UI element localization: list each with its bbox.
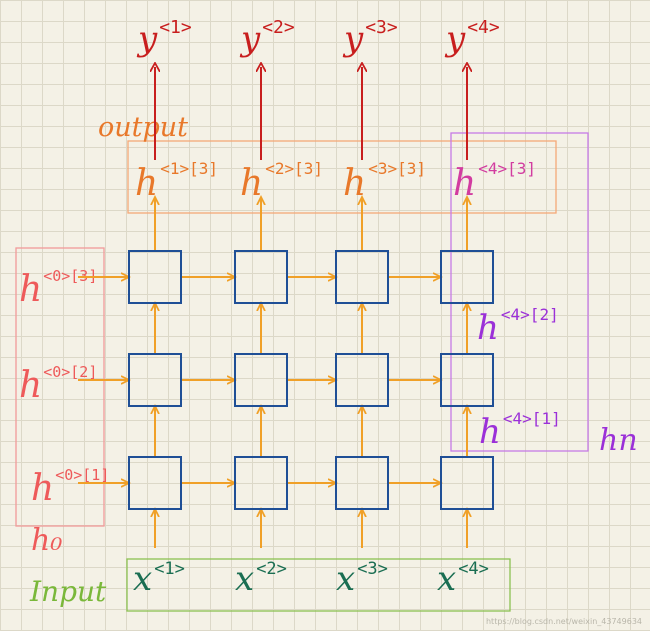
rnn-cell bbox=[440, 456, 494, 510]
input-x-label: x<4> bbox=[437, 559, 489, 599]
rnn-cell bbox=[234, 456, 288, 510]
hn-label: h<4>[2] bbox=[477, 305, 559, 348]
output-y-label: y<1> bbox=[136, 17, 192, 59]
rnn-cell bbox=[234, 250, 288, 304]
hn-group-box bbox=[450, 132, 589, 452]
rnn-cell bbox=[335, 456, 389, 510]
rnn-cell bbox=[234, 353, 288, 407]
output-y-label: y<4> bbox=[444, 17, 500, 59]
output-y-label: y<2> bbox=[239, 17, 295, 59]
input-x-label: x<2> bbox=[235, 559, 287, 599]
input-x-label: x<3> bbox=[336, 559, 388, 599]
h0-label: h<0>[2] bbox=[19, 363, 97, 406]
input-x-label: x<1> bbox=[133, 559, 185, 599]
output-h-label: h<1>[3] bbox=[135, 159, 218, 204]
h0-label: h<0>[3] bbox=[19, 267, 97, 310]
output-group-label: output bbox=[98, 112, 188, 143]
h0-group-label: h₀ bbox=[31, 523, 62, 558]
output-h-label: h<2>[3] bbox=[240, 159, 323, 204]
rnn-cell bbox=[128, 353, 182, 407]
rnn-cell bbox=[128, 456, 182, 510]
rnn-cell bbox=[440, 353, 494, 407]
rnn-cell bbox=[335, 250, 389, 304]
output-y-label: y<3> bbox=[342, 17, 398, 59]
rnn-cell bbox=[128, 250, 182, 304]
h0-label: h<0>[1] bbox=[31, 466, 109, 509]
input-group-box bbox=[126, 558, 511, 612]
output-h-label: h<3>[3] bbox=[343, 159, 426, 204]
hn-label: h<4>[1] bbox=[479, 409, 561, 452]
watermark: https://blog.csdn.net/weixin_43749634 bbox=[486, 617, 642, 626]
output-h-label: h<4>[3] bbox=[453, 159, 536, 204]
rnn-cell bbox=[335, 353, 389, 407]
rnn-cell bbox=[440, 250, 494, 304]
hn-group-label: hn bbox=[599, 423, 638, 458]
input-group-label: Input bbox=[29, 575, 107, 608]
h0-group-box bbox=[15, 247, 105, 527]
output-group-box bbox=[127, 140, 557, 214]
